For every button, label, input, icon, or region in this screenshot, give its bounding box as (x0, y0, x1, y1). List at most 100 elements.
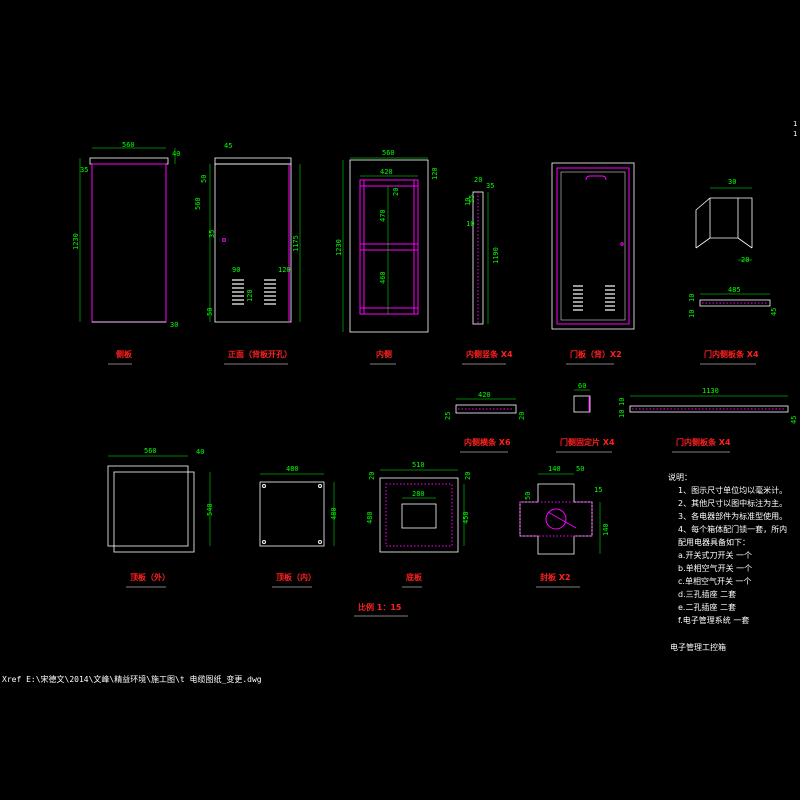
dim-interior-width2: 420 (380, 168, 393, 176)
title-side-panel: 侧板 (116, 349, 133, 359)
dim-top-inner-height: 480 (330, 507, 338, 520)
xref-path: Xref E:\宋德文\2014\文峰\精益环境\施工图\t 电缆图纸_变更.d… (2, 674, 262, 684)
title-door-strip: 门内侧板条 X4 (676, 437, 731, 447)
dim-cover-a: 140 (548, 465, 561, 473)
dim-base-hole: 280 (412, 490, 425, 498)
dim-interior-s: 20 (392, 188, 400, 196)
dim-clip-b: 20 (741, 256, 749, 264)
note-line-5: 配用电器具备如下： (678, 537, 750, 547)
dim-base-h2: 450 (462, 511, 470, 524)
dim-interior-top: 120 (431, 167, 439, 180)
view-front-panel: 45 50 560 35 1175 90 120 120 50 正面（背板开孔） (194, 142, 301, 365)
title-base-plate: 底板 (405, 572, 423, 582)
dim-hinge-width: 60 (578, 382, 586, 390)
dim-side-thickness: 40 (172, 150, 180, 158)
dim-interior-height: 1230 (335, 239, 343, 256)
note-line-1: 1、图示尺寸单位均以毫米计。 (678, 485, 787, 495)
dim-cover-height: 140 (602, 523, 610, 536)
dim-side-top: 35 (80, 166, 88, 174)
view-crossbar: 420 25 20 内侧横条 X6 (444, 391, 526, 453)
dim-interior-width: 560 (382, 149, 395, 157)
dim-clip-e: 10 (688, 310, 696, 318)
notes-block: 说明： 1、图示尺寸单位均以毫米计。 2、其他尺寸以图中标注为主。 3、各电器部… (668, 472, 787, 625)
note-line-3: 3、各电器部件为标准型使用。 (678, 511, 787, 521)
dim-front-h1: 560 (194, 197, 202, 210)
scale-label: 比例 1：15 (358, 602, 402, 612)
dim-rail-height: 1190 (492, 247, 500, 264)
dim-cover-d: 50 (524, 492, 532, 500)
view-top-inner: 480 480 顶板（内） (259, 465, 338, 588)
dim-clip-length: 485 (728, 286, 741, 294)
dim-crossbar-b: 20 (518, 412, 526, 420)
dim-base-a: 20 (368, 472, 376, 480)
title-hinge-plate: 门侧固定片 X4 (560, 437, 615, 447)
dim-rail-e: 55 (468, 195, 476, 203)
title-clip: 门内侧板条 X4 (704, 349, 759, 359)
dim-clip-d: 10 (688, 294, 696, 302)
dim-strip-b: 10 (618, 410, 626, 418)
dim-front-d: 120 (278, 266, 291, 274)
title-top-outer: 顶板（外） (130, 572, 170, 582)
note-line-11: f.电子管理系统 一套 (678, 615, 749, 625)
notes-heading: 说明： (668, 472, 692, 482)
note-line-7: b.单相空气开关 一个 (678, 563, 752, 573)
view-door-back: 门板（背）X2 (551, 162, 635, 365)
dim-rail-b: 35 (486, 182, 494, 190)
dim-front-thickness: 45 (224, 142, 232, 150)
dim-cover-b: 50 (576, 465, 584, 473)
dim-side-width: 560 (122, 141, 135, 149)
dim-strip-length: 1130 (702, 387, 719, 395)
title-vertical-rail: 内侧竖条 X4 (466, 349, 513, 359)
note-line-4: 4、每个箱体配门锁一套，所内 (678, 524, 787, 534)
dim-strip-a: 10 (618, 398, 626, 406)
view-cover-plate: 140 50 15 50 140 封板 X2 (519, 465, 610, 588)
title-top-inner: 顶板（内） (276, 572, 316, 582)
note-line-2: 2、其他尺寸以图中标注为主。 (678, 498, 787, 508)
note-line-8: c.单相空气开关 一个 (678, 576, 751, 586)
dim-top-outer-a: 40 (196, 448, 204, 456)
project-title: 电子管理工控箱 (670, 642, 726, 652)
dim-side-bottom: 30 (170, 321, 178, 329)
dim-cover-c: 15 (594, 486, 602, 494)
title-door-back: 门板（背）X2 (570, 349, 622, 359)
dim-base-b: 20 (464, 472, 472, 480)
dim-base-width: 510 (412, 461, 425, 469)
note-line-9: d.三孔插座 二套 (678, 589, 736, 599)
view-interior: 560 420 120 1230 470 460 20 内侧 (335, 149, 439, 365)
dim-front-c: 90 (232, 266, 240, 274)
view-clip: 30 20 485 10 10 45 门内侧板条 X4 (688, 178, 778, 365)
dim-interior-h2: 460 (379, 271, 387, 284)
dim-top-outer-width: 560 (144, 447, 157, 455)
dim-crossbar-a: 25 (444, 412, 452, 420)
dim-front-f: 50 (206, 308, 214, 316)
view-top-outer: 560 40 540 顶板（外） (107, 447, 214, 588)
corner-label-1: 1 (793, 120, 797, 128)
dim-side-height: 1230 (72, 233, 80, 250)
title-cover-plate: 封板 X2 (540, 572, 571, 582)
note-line-6: a.开关式刀开关 一个 (678, 550, 752, 560)
dim-rail-a: 20 (474, 176, 482, 184)
view-hinge-plate: 60 门侧固定片 X4 (556, 382, 615, 453)
view-side-panel: 560 40 35 1230 30 侧板 (72, 141, 180, 365)
dim-strip-c: 45 (790, 416, 798, 424)
note-line-10: e.二孔插座 二套 (678, 602, 736, 612)
title-crossbar: 内侧横条 X6 (464, 437, 511, 447)
dim-front-b: 35 (208, 230, 216, 238)
corner-label-2: 1 (793, 130, 797, 138)
dim-base-height: 480 (366, 511, 374, 524)
dim-rail-d: 10 (466, 220, 474, 228)
title-interior: 内侧 (376, 349, 392, 359)
dim-top-outer-height: 540 (206, 503, 214, 516)
dim-clip-a: 30 (728, 178, 736, 186)
dim-clip-f: 45 (770, 308, 778, 316)
dim-front-a: 50 (200, 175, 208, 183)
dim-front-h2: 1175 (292, 235, 300, 252)
view-vertical-rail: 20 35 10 1190 10 55 内侧竖条 X4 (462, 176, 513, 365)
title-front-panel: 正面（背板开孔） (228, 349, 292, 359)
dim-top-inner-width: 480 (286, 465, 299, 473)
dim-front-e: 120 (246, 289, 254, 302)
view-base-plate: 510 20 20 480 280 450 底板 (366, 461, 472, 588)
dim-interior-h1: 470 (379, 209, 387, 222)
view-door-strip: 1130 10 10 45 门内侧板条 X4 (618, 387, 798, 453)
